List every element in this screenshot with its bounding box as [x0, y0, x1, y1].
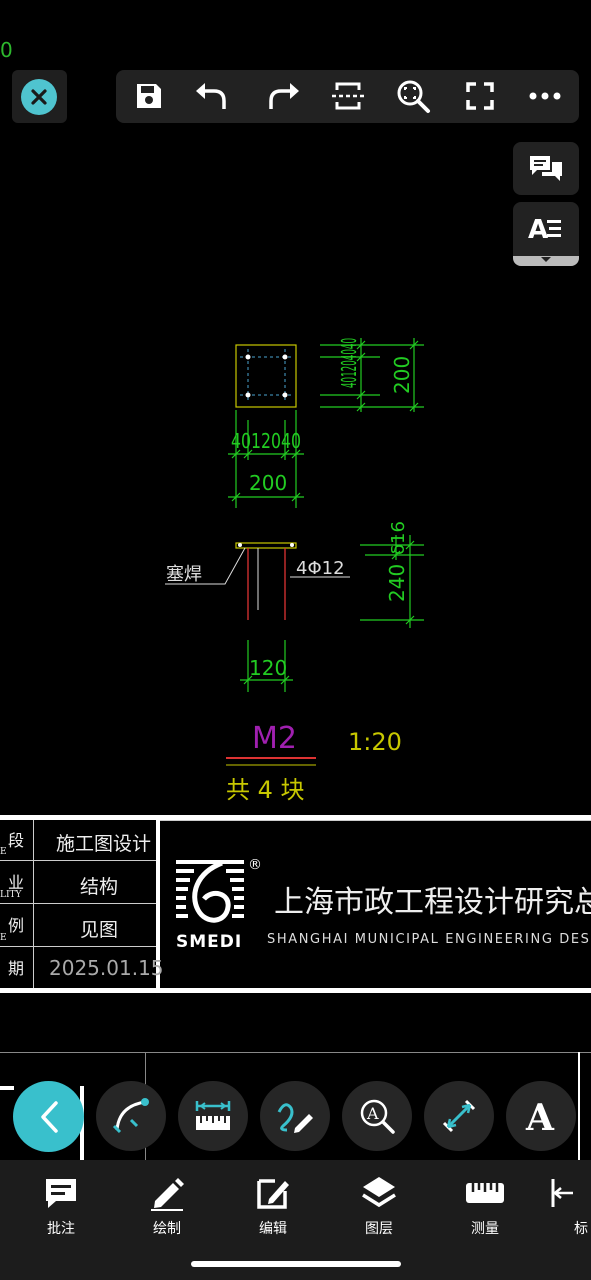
close-button-container: [12, 70, 67, 123]
zoom-icon: [397, 80, 430, 113]
fit-width-button[interactable]: [328, 78, 368, 114]
smedi-logo: ® SMEDI: [176, 857, 262, 952]
top-toolbar: [116, 70, 579, 123]
title-block: 段 E 施工图设计 业 LITY 结构 例 E 见图 期 2025.01.15 …: [0, 815, 591, 995]
close-button[interactable]: [21, 79, 57, 115]
svg-text:A: A: [525, 1098, 555, 1134]
text-tool-button[interactable]: A: [506, 1081, 576, 1151]
nav-label: 编辑: [259, 1221, 287, 1237]
dim-200-text: 200: [249, 471, 287, 495]
redo-button[interactable]: [264, 78, 304, 114]
dim-height-text: 240: [385, 564, 409, 602]
nav-dimension[interactable]: 标: [543, 1174, 591, 1238]
row-sub: E: [0, 847, 7, 857]
nav-measure[interactable]: 测量: [445, 1174, 525, 1238]
pencil-icon: [151, 1178, 184, 1211]
dim-bottom-text: 120: [249, 656, 287, 680]
fullscreen-button[interactable]: [460, 78, 500, 114]
ruler-tool-button[interactable]: [178, 1081, 248, 1151]
nav-draw[interactable]: 绘制: [127, 1174, 207, 1238]
company-name-cn: 上海市政工程设计研究总: [274, 885, 591, 920]
save-icon: [137, 84, 161, 108]
more-icon: [529, 92, 561, 100]
nav-edit[interactable]: 编辑: [233, 1174, 313, 1238]
curve-icon: [112, 1098, 149, 1134]
side-expand-bar: [513, 256, 579, 266]
nav-label: 图层: [365, 1221, 393, 1237]
nav-label: 批注: [47, 1221, 75, 1237]
logo-text: SMEDI: [176, 932, 242, 952]
measure-line-icon: [442, 1099, 476, 1133]
row-label: 例: [8, 916, 25, 935]
comments-button[interactable]: [513, 142, 579, 195]
nav-layers[interactable]: 图层: [339, 1174, 419, 1238]
back-button[interactable]: [13, 1081, 84, 1152]
row-value: 2025.01.15: [49, 956, 164, 980]
text-icon: A: [525, 1098, 555, 1134]
row-label: 期: [8, 959, 25, 978]
redo-icon: [269, 83, 299, 109]
layers-icon: [362, 1177, 396, 1208]
row-label: 业: [8, 873, 25, 892]
edge-text: 0: [0, 38, 13, 62]
nav-label: 标: [574, 1221, 588, 1237]
scale-text: 1:20: [348, 728, 402, 756]
cad-drawing: 4012040 200 401204040 200 240 δ16 120 塞焊…: [165, 338, 424, 804]
dim-plan-text: 4012040: [231, 429, 301, 453]
ruler-icon: [466, 1183, 504, 1203]
svg-text:A: A: [528, 215, 548, 244]
dim-right-top-text: 401204040: [337, 338, 361, 388]
more-button[interactable]: [525, 78, 565, 114]
ruler-icon: [195, 1101, 231, 1130]
row-sub: E: [0, 933, 7, 943]
row-sub: LITY: [0, 890, 22, 900]
zoom-button[interactable]: [393, 78, 433, 114]
fullscreen-icon: [466, 82, 494, 110]
row-value: 见图: [80, 919, 119, 941]
dim-plate-text: δ16: [388, 521, 409, 555]
dimension-icon: [551, 1179, 573, 1207]
back-icon: [40, 1100, 58, 1133]
nav-label: 绘制: [153, 1221, 181, 1237]
label-bars: 4Φ12: [296, 558, 345, 579]
measure-line-tool-button[interactable]: [424, 1081, 494, 1151]
frame-line: [578, 1052, 580, 1162]
bottom-nav-bar: 批注 绘制 编辑 图层 测量 标: [0, 1160, 591, 1280]
nav-comment[interactable]: 批注: [21, 1174, 101, 1238]
edit-icon: [257, 1179, 289, 1209]
text-search-tool-button[interactable]: A: [342, 1081, 412, 1151]
svg-text:®: ®: [248, 857, 262, 873]
save-button[interactable]: [129, 78, 169, 114]
svg-text:A: A: [366, 1104, 379, 1123]
row-value: 结构: [80, 876, 119, 898]
frame-line: [0, 1052, 591, 1053]
part-name: M2: [252, 721, 297, 756]
freehand-tool-button[interactable]: [260, 1081, 330, 1151]
undo-button[interactable]: [191, 78, 231, 114]
pen-draw-icon: [277, 1103, 313, 1133]
text-style-button[interactable]: A: [513, 202, 579, 266]
curve-tool-button[interactable]: [96, 1081, 166, 1151]
close-icon: [31, 89, 47, 105]
row-value: 施工图设计: [56, 833, 152, 855]
chevron-down-icon: [541, 257, 551, 262]
text-style-icon: A: [528, 215, 561, 244]
label-weld: 塞焊: [166, 564, 202, 585]
company-name-en: SHANGHAI MUNICIPAL ENGINEERING DES: [267, 932, 591, 947]
frame-line: [0, 1086, 14, 1090]
fit-width-icon: [332, 82, 364, 110]
quantity-text: 共 4 块: [226, 776, 305, 804]
text-search-icon: A: [360, 1099, 395, 1134]
dim-right-text: 200: [390, 356, 414, 394]
chat-icon: [530, 155, 562, 181]
home-indicator: [191, 1261, 401, 1267]
undo-icon: [196, 83, 226, 109]
row-label: 段: [8, 831, 25, 850]
nav-label: 测量: [471, 1221, 499, 1237]
comment-icon: [46, 1179, 76, 1208]
